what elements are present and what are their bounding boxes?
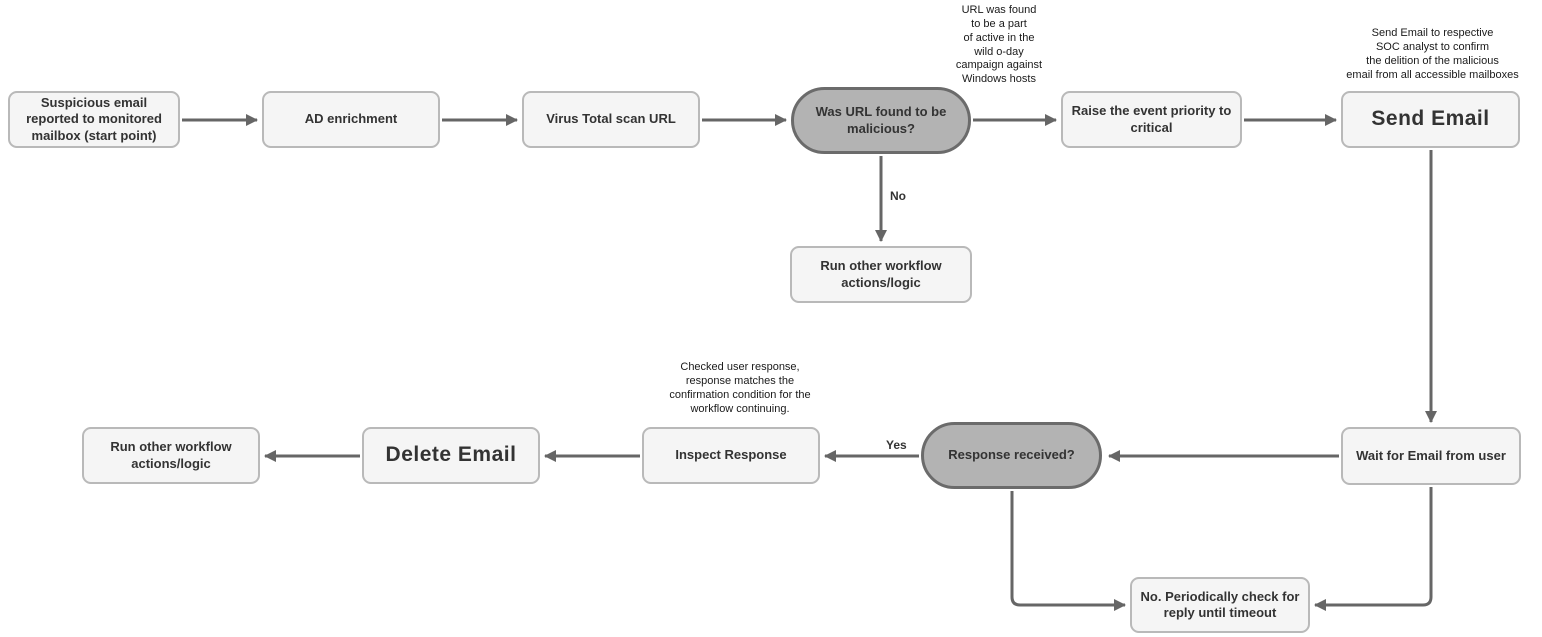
node-wait-for-email: Wait for Email from user bbox=[1341, 427, 1521, 485]
node-send-email: Send Email bbox=[1341, 91, 1520, 148]
node-periodic-check: No. Periodically check for reply until t… bbox=[1130, 577, 1310, 633]
node-virus-total-scan: Virus Total scan URL bbox=[522, 91, 700, 148]
edge-label-yes: Yes bbox=[884, 438, 909, 452]
node-start-suspicious-email: Suspicious email reported to monitored m… bbox=[8, 91, 180, 148]
annotation-zero-day-campaign: URL was found to be a part of active in … bbox=[955, 4, 1043, 86]
node-ad-enrichment: AD enrichment bbox=[262, 91, 440, 148]
decision-was-url-malicious: Was URL found to be malicious? bbox=[791, 87, 971, 154]
decision-response-received: Response received? bbox=[921, 422, 1102, 489]
node-run-other-workflow-end: Run other workflow actions/logic bbox=[82, 427, 260, 484]
node-run-other-workflow-no-branch: Run other workflow actions/logic bbox=[790, 246, 972, 303]
node-inspect-response: Inspect Response bbox=[642, 427, 820, 484]
annotation-checked-user-response: Checked user response, response matches … bbox=[669, 361, 811, 415]
edge-response-to-periodic bbox=[1010, 491, 1126, 611]
node-delete-email: Delete Email bbox=[362, 427, 540, 484]
annotation-soc-analyst-email: Send Email to respective SOC analyst to … bbox=[1346, 27, 1519, 81]
edge-label-no: No bbox=[888, 189, 908, 203]
edge-wait-to-periodic bbox=[1314, 487, 1433, 611]
node-raise-event-priority: Raise the event priority to critical bbox=[1061, 91, 1242, 148]
